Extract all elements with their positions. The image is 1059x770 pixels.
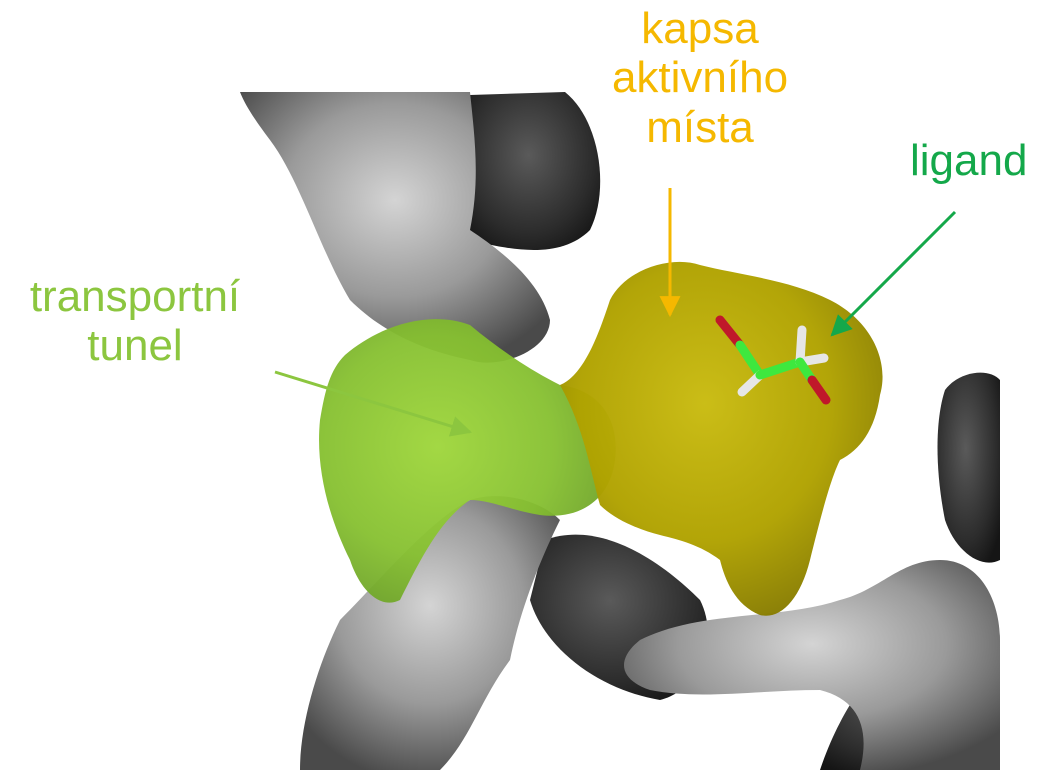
ligand-label-line: ligand — [910, 136, 1059, 185]
ligand-arrow — [832, 212, 955, 335]
pocket-label-line: aktivního — [575, 53, 825, 102]
pocket-label-line: místa — [575, 103, 825, 152]
ligand-label: ligand — [910, 136, 1059, 185]
transport-tunnel-label: transportní tunel — [0, 272, 270, 371]
tunnel-label-line: transportní — [0, 272, 270, 321]
tunnel-label-line: tunel — [0, 321, 270, 370]
pocket-label-line: kapsa — [575, 4, 825, 53]
active-site-pocket-label: kapsa aktivního místa — [575, 4, 825, 152]
